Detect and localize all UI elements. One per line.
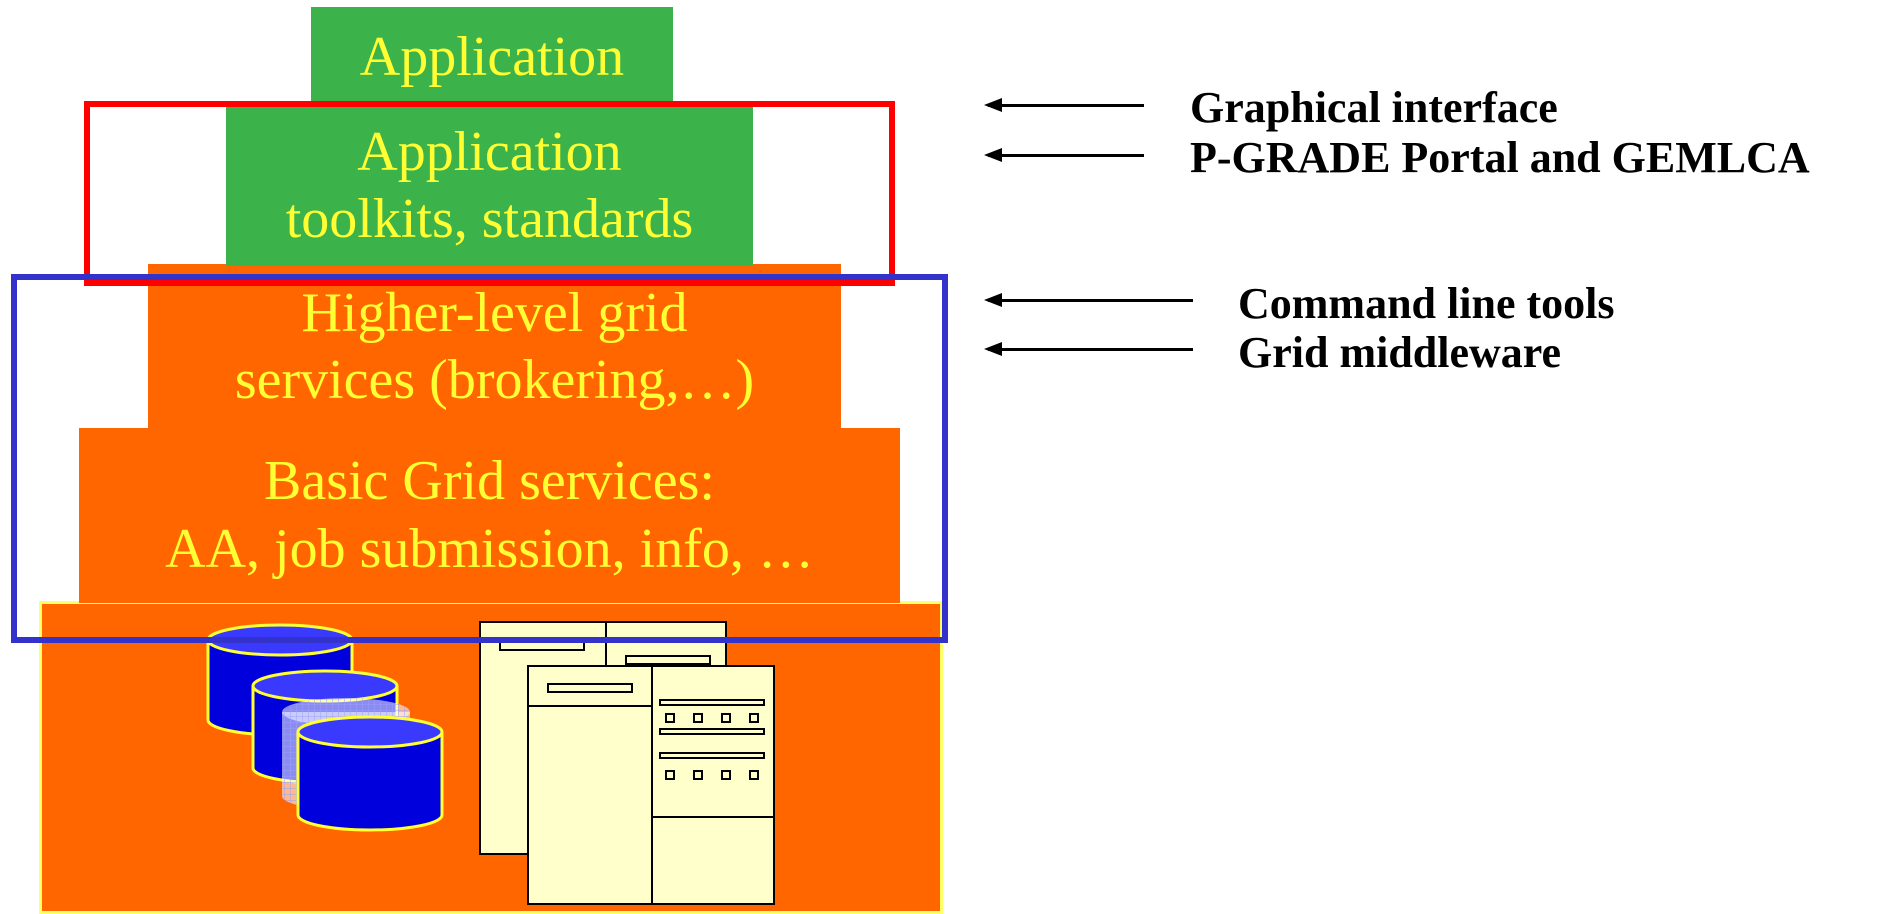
higher-line-2: services (brokering,…) [234,349,755,411]
portal-highlight-frame [84,101,895,286]
arrow-middleware [984,342,1193,356]
storage-disks-icon [206,623,444,832]
disk-3 [296,715,444,832]
arrow-graphical [984,98,1144,112]
basic-grid-services-layer: Basic Grid services: AA, job submission,… [79,428,900,603]
toolkits-layer: Application toolkits, standards [226,106,753,266]
label-grid-middleware: Grid middleware [1238,328,1562,377]
application-layer: Application [311,7,673,108]
arrow-command [984,293,1193,307]
label-pgrade-portal: P-GRADE Portal and GEMLCA [1190,133,1810,182]
toolkits-line-1: Application [357,120,622,183]
label-graphical-interface: Graphical interface [1190,83,1558,132]
application-label: Application [359,25,625,88]
basic-line-1: Basic Grid services: [264,450,715,513]
label-command-line-tools: Command line tools [1238,279,1615,328]
middleware-highlight-frame [11,274,948,643]
higher-level-services-layer: Higher-level grid services (brokering,…) [148,264,841,430]
higher-line-1: Higher-level grid [301,281,688,344]
basic-line-2: AA, job submission, info, … [165,517,814,580]
server-rack-icon [479,621,775,905]
toolkits-line-2: toolkits, standards [285,188,694,250]
arrow-portal [984,148,1144,162]
